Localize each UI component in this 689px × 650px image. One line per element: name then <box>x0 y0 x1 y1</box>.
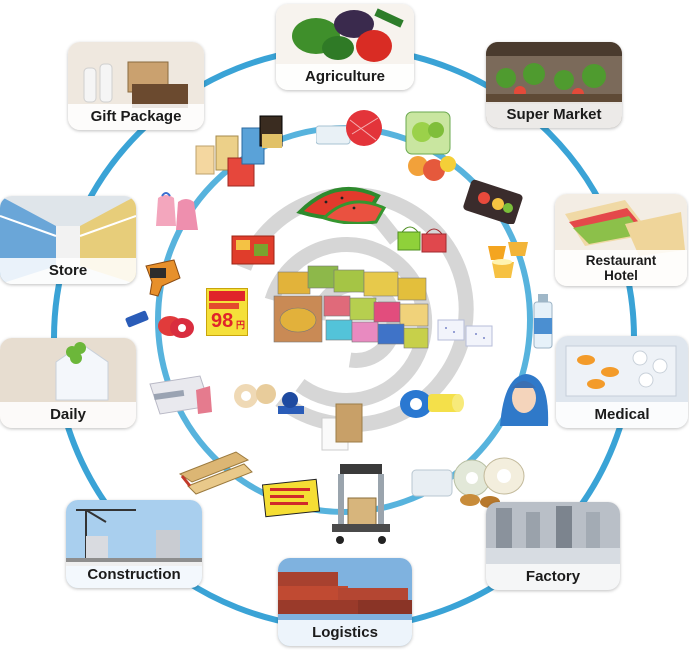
label-super-market: Super Market <box>486 102 622 128</box>
category-restaurant-hotel[interactable]: Restaurant Hotel <box>555 194 687 286</box>
label-gift-package: Gift Package <box>68 104 204 130</box>
corner-protectors <box>178 451 253 495</box>
stretch-film-rolls <box>411 457 525 508</box>
plastic-baskets <box>397 226 447 253</box>
masking-tape-dispenser <box>234 384 304 414</box>
watermelon-slices <box>296 186 387 224</box>
price-sign: 98 円 <box>206 288 248 336</box>
label-restaurant-line1: Restaurant <box>585 253 657 268</box>
fruit-pack <box>405 111 456 181</box>
packaging-bags-stack <box>273 265 429 349</box>
fruit-gift-box <box>231 235 275 265</box>
taping-machine <box>332 464 390 544</box>
label-tape-rolls <box>125 310 194 338</box>
category-agriculture[interactable]: Agriculture <box>276 4 414 90</box>
category-factory[interactable]: Factory <box>486 502 620 590</box>
price-labeler <box>145 259 181 297</box>
film-rolls <box>149 375 212 415</box>
label-daily: Daily <box>0 402 136 428</box>
category-construction[interactable]: Construction <box>66 500 202 588</box>
gift-boxes <box>195 115 283 187</box>
label-construction: Construction <box>66 562 202 588</box>
spray-bottle <box>533 294 553 349</box>
label-store: Store <box>0 258 136 284</box>
label-logistics: Logistics <box>278 620 412 646</box>
apple-with-net <box>316 110 382 146</box>
hooded-worker <box>500 374 549 426</box>
price-unit: 円 <box>235 321 245 331</box>
category-medical[interactable]: Medical <box>556 336 688 428</box>
label-restaurant-hotel: Restaurant Hotel <box>555 250 687 286</box>
price-value: 98 <box>211 310 234 332</box>
category-gift-package[interactable]: Gift Package <box>68 42 204 130</box>
gift-bags <box>156 192 198 230</box>
category-super-market[interactable]: Super Market <box>486 42 622 128</box>
silica-gel-packs <box>437 319 493 347</box>
label-medical: Medical <box>556 402 688 428</box>
paper-cups <box>488 242 528 278</box>
tape-rolls <box>400 390 464 418</box>
label-agriculture: Agriculture <box>276 64 414 90</box>
label-restaurant-line2: Hotel <box>604 268 638 283</box>
food-tray <box>463 179 523 224</box>
category-daily[interactable]: Daily <box>0 338 136 428</box>
category-store[interactable]: Store <box>0 196 136 284</box>
envelopes <box>321 403 363 451</box>
warning-sign <box>262 478 321 518</box>
category-logistics[interactable]: Logistics <box>278 558 412 646</box>
label-factory: Factory <box>486 564 620 590</box>
